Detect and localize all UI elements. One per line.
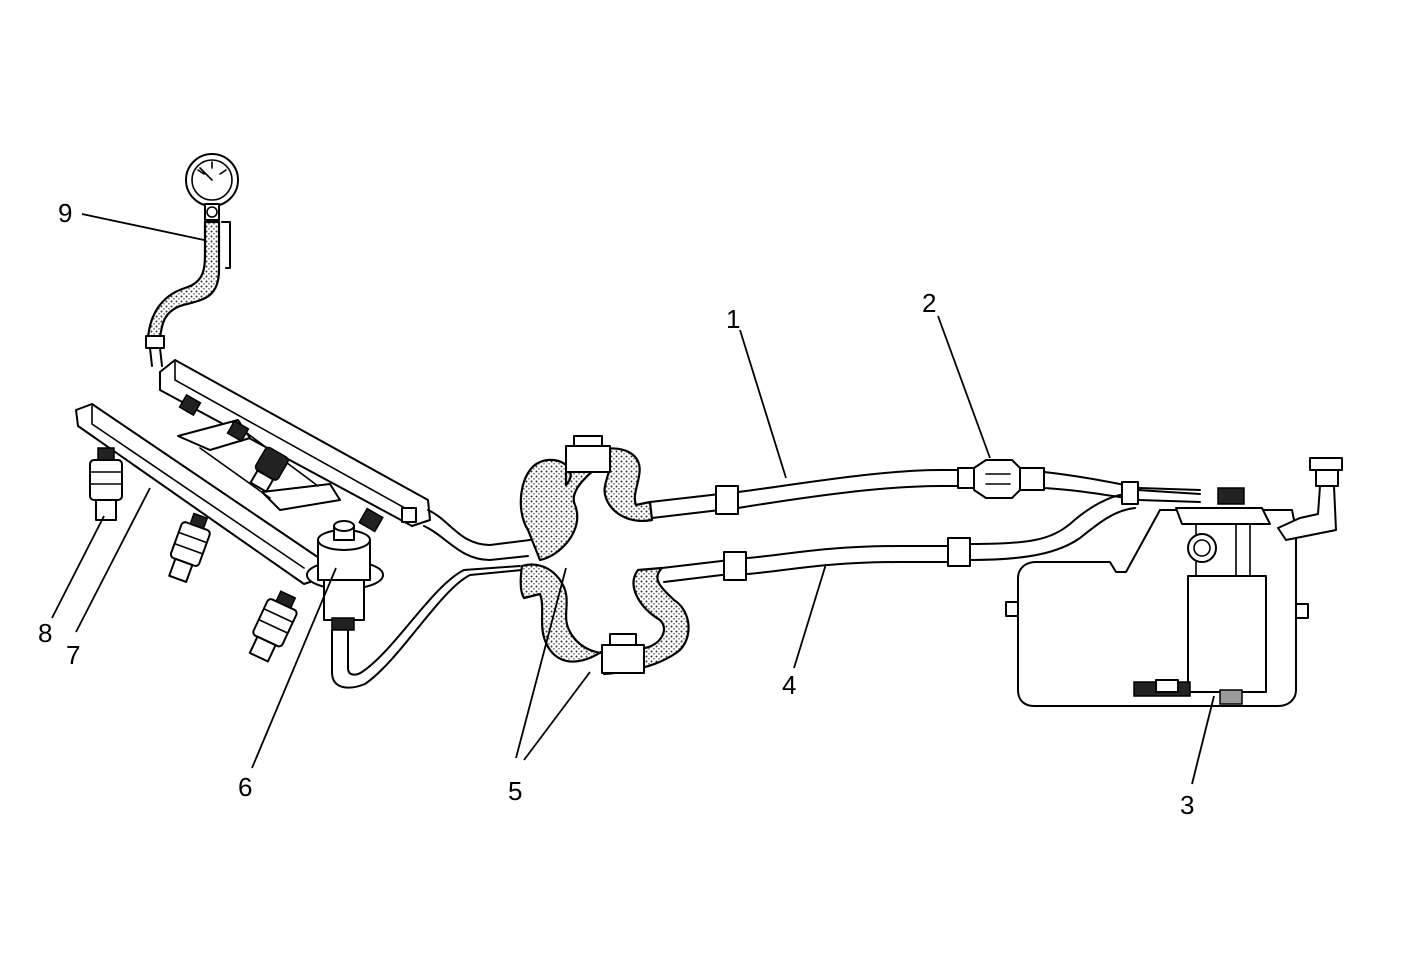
fuel-injector-2: [168, 512, 211, 583]
callout-9: 9: [58, 198, 72, 228]
callout-7: 7: [66, 640, 80, 670]
callout-8: 8: [38, 618, 52, 648]
fuel-filter: [973, 459, 1021, 499]
fuel-tank: [1005, 457, 1343, 707]
fuel-pressure-regulator: [306, 520, 384, 631]
fuel-injector-4: [249, 446, 289, 493]
callout-labels: 1 2 3 4 5 6 7 8 9: [38, 198, 1194, 820]
callout-6: 6: [238, 772, 252, 802]
callout-2: 2: [922, 288, 936, 318]
leader-lines: [51, 213, 1215, 785]
fuel-return-pipe: [661, 481, 1201, 583]
fuel-pressure-gauge: [145, 153, 239, 367]
engine-fuel-pipes: [331, 509, 531, 689]
callout-4: 4: [782, 670, 796, 700]
callout-5: 5: [508, 776, 522, 806]
flexible-fuel-hoses: [519, 435, 690, 676]
fuel-injector-1: [89, 447, 123, 521]
fuel-injector-3: [248, 590, 298, 663]
fuel-pump-module: [1133, 487, 1271, 705]
fuel-feed-pipe: [649, 459, 1201, 519]
callout-3: 3: [1180, 790, 1194, 820]
fuel-injectors: [89, 446, 298, 663]
callout-1: 1: [726, 304, 740, 334]
fuel-rail-assembly: [75, 359, 431, 585]
